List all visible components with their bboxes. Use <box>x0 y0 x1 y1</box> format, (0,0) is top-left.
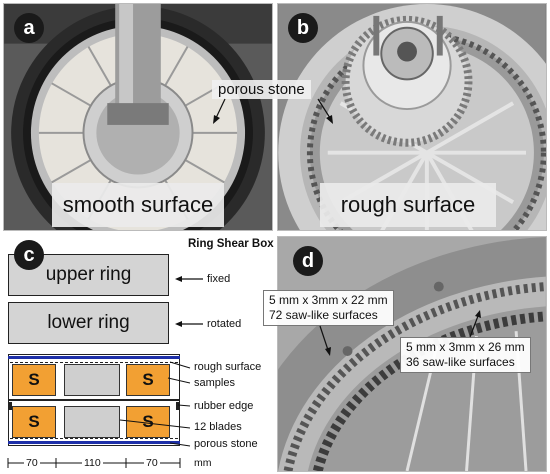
ring-shear-box-title: Ring Shear Box <box>188 238 274 250</box>
scale-left: 70 <box>24 457 40 469</box>
upper-blade-count: 72 saw-like surfaces <box>269 308 378 322</box>
scale-right: 70 <box>144 457 160 469</box>
panel-b-letter: b <box>288 13 318 43</box>
legend-samples: samples <box>194 377 235 389</box>
legend-rough-surface: rough surface <box>194 361 262 373</box>
photo-smooth-surface <box>3 3 273 231</box>
scale-unit: mm <box>194 457 212 469</box>
sample-upper-left: S <box>12 364 56 396</box>
lower-ring: lower ring <box>8 302 169 344</box>
panel-d-letter: d <box>293 246 323 276</box>
legend-blades: 12 blades <box>194 421 242 433</box>
photo-rough-surface <box>277 3 547 231</box>
smooth-surface-photo-drawing <box>4 4 272 230</box>
lower-blade-count: 36 saw-like surfaces <box>406 355 515 369</box>
lower-blade-dimensions: 5 mm x 3mm x 26 mm 36 saw-like surfaces <box>400 337 531 373</box>
sample-lower-left: S <box>12 406 56 438</box>
panel-c-letter: c <box>14 240 44 270</box>
rough-surface-photo-drawing <box>278 4 546 230</box>
fixed-label: fixed <box>207 273 231 285</box>
lower-blade-size: 5 mm x 3mm x 26 mm <box>406 340 525 354</box>
sample-upper-right: S <box>126 364 170 396</box>
panel-a-letter: a <box>14 13 44 43</box>
legend-rubber-edge: rubber edge <box>194 400 254 412</box>
upper-blade-dimensions: 5 mm x 3mm x 22 mm 72 saw-like surfaces <box>263 290 394 326</box>
rotated-label: rotated <box>207 318 242 330</box>
upper-blade-size: 5 mm x 3mm x 22 mm <box>269 293 388 307</box>
cross-section: S S S S <box>8 354 180 446</box>
scale-middle: 110 <box>82 457 103 469</box>
smooth-surface-caption: smooth surface <box>52 183 224 227</box>
rough-surface-caption: rough surface <box>320 183 496 227</box>
blade-lower-middle <box>64 406 120 438</box>
blade-upper-middle <box>64 364 120 396</box>
sample-lower-right: S <box>126 406 170 438</box>
legend-porous-stone: porous stone <box>194 438 258 450</box>
porous-stone-label: porous stone <box>212 80 311 99</box>
